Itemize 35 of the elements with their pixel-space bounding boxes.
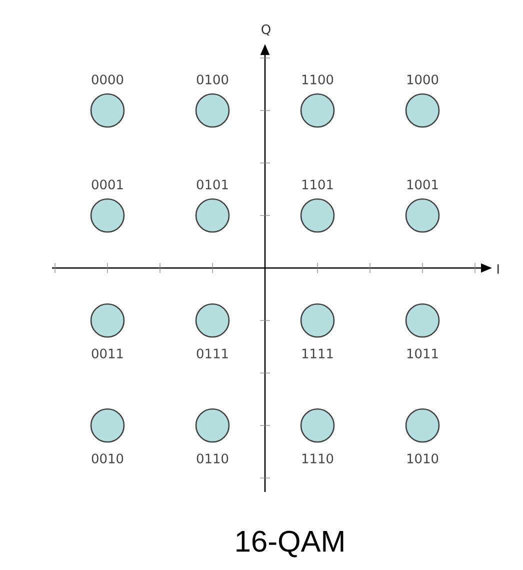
axis-label: I [497,264,499,274]
bit-label: 0000 [92,74,124,84]
constellation-point [405,93,440,128]
constellation-point [90,93,125,128]
constellation-point [300,93,335,128]
constellation-point [90,303,125,338]
bit-label: 1010 [407,454,438,464]
constellation-point [195,198,230,233]
bit-label: 1110 [302,454,334,464]
constellation-point [405,408,440,443]
caption: 16-QAM [236,530,344,558]
bit-label: 1101 [302,180,333,190]
bit-label: 1111 [302,348,333,358]
axis-label: Q [262,24,270,36]
constellation-point [405,303,440,338]
bit-label: 0101 [196,180,228,190]
constellation-point [300,408,335,443]
bit-label: 0011 [92,348,123,358]
constellation-point [90,408,125,443]
bit-label: 1000 [407,74,438,84]
bit-label: 1001 [407,180,438,190]
bit-label: 1100 [302,74,334,84]
constellation-point [300,198,335,233]
constellation-point [90,198,125,233]
constellation-point [300,303,335,338]
bit-label: 0111 [196,348,228,358]
bit-label: 0100 [196,74,228,84]
bit-label: 1011 [407,348,438,358]
bit-label: 0001 [92,180,123,190]
bit-label: 0110 [196,454,228,464]
constellation-point [195,93,230,128]
constellation-point [195,303,230,338]
bit-label: 0010 [92,454,124,464]
constellation-point [195,408,230,443]
constellation-point [405,198,440,233]
